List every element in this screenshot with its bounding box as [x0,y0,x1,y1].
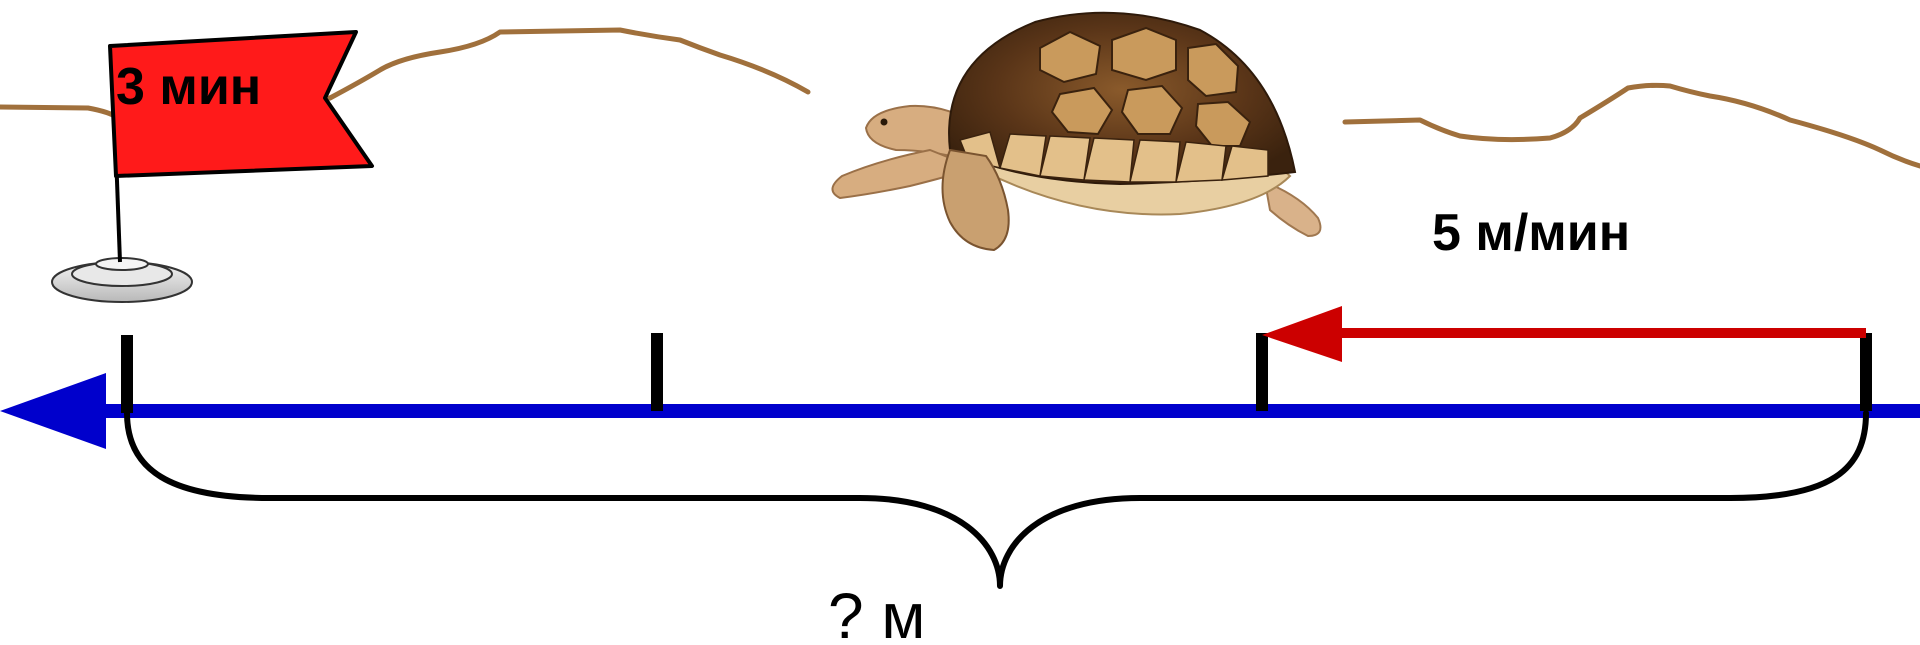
flag-icon [51,30,374,303]
ground-line-right [1342,82,1920,169]
flag-cloth [108,30,374,178]
distance-brace [124,410,1869,589]
speed-label: 5 м/мин [1432,204,1630,262]
main-arrow-head [0,373,106,449]
speed-arrow [1262,306,1866,362]
ground-line-left [0,27,811,121]
flag-time-label: 3 мин [116,58,261,116]
turtle-icon [831,11,1322,252]
speed-arrow-head [1262,306,1342,362]
turtle-shell-pattern [1039,26,1252,147]
flag-base-top [95,257,149,271]
turtle-front-foot [941,148,1010,252]
segment-ticks [121,333,1872,413]
turtle-front-leg [831,148,978,200]
ground-line [0,27,1920,169]
turtle-eye [880,118,888,126]
main-direction-arrow [0,373,1920,449]
turtle-shell-rim [958,131,1269,183]
turtle-back-leg [1263,180,1322,238]
distance-label: ? м [828,580,925,645]
